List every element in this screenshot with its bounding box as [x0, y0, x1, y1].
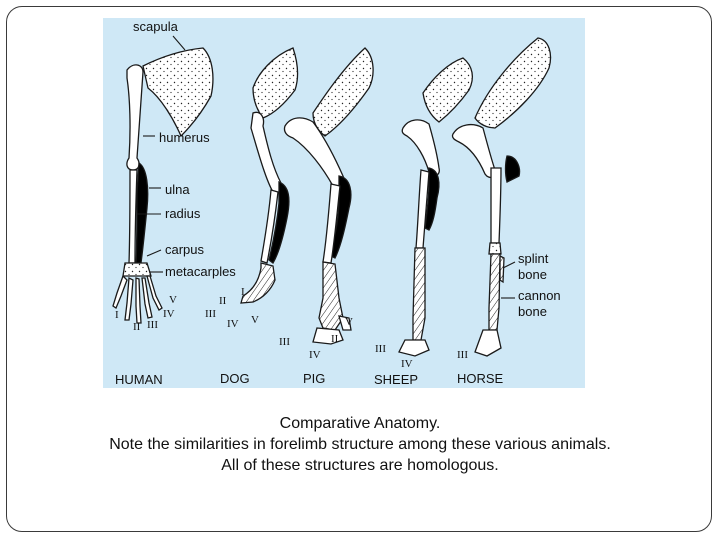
- human-digit-II: II: [133, 321, 141, 333]
- pig-digit-III: III: [279, 336, 290, 348]
- horse-digit-III: III: [457, 349, 468, 361]
- label-metacarples: metacarples: [165, 264, 236, 279]
- label-splint-line2: bone: [518, 267, 547, 282]
- sheep-digit-IV: IV: [401, 358, 413, 370]
- label-cannon-line2: bone: [518, 304, 547, 319]
- pig-digit-IV: IV: [309, 349, 321, 361]
- label-scapula: scapula: [133, 19, 179, 34]
- horse-radius: [491, 168, 501, 243]
- human-digit-III: III: [147, 319, 158, 331]
- horse-carpus: [489, 243, 501, 254]
- pig-hoof-main: [313, 328, 343, 344]
- label-splint-line1: splint: [518, 251, 549, 266]
- pig-digit-V: V: [345, 316, 353, 328]
- animal-label-sheep: SHEEP: [374, 372, 418, 387]
- label-ulna: ulna: [165, 182, 190, 197]
- dog-digit-V: V: [251, 314, 259, 326]
- animal-label-dog: DOG: [220, 371, 250, 386]
- human-digit-I: I: [115, 309, 119, 321]
- label-radius: radius: [165, 206, 201, 221]
- caption-line-homologous: All of these structures are homologous.: [20, 455, 700, 476]
- caption-line-similarities: Note the similarities in forelimb struct…: [20, 434, 700, 455]
- dog-digit-III: III: [205, 308, 216, 320]
- label-carpus: carpus: [165, 242, 205, 257]
- label-humerus: humerus: [159, 130, 210, 145]
- sheep-cannon: [413, 248, 425, 340]
- human-digit-V: V: [169, 294, 177, 306]
- forelimb-diagram: scapula humerus ulna radius carpus metac…: [103, 18, 585, 388]
- pig-digit-II: II: [331, 333, 339, 345]
- label-cannon-line1: cannon: [518, 288, 561, 303]
- forelimb-illustration: scapula humerus ulna radius carpus metac…: [103, 18, 585, 388]
- animal-label-human: HUMAN: [115, 372, 163, 387]
- dog-digit-II: II: [219, 295, 227, 307]
- animal-label-pig: PIG: [303, 371, 325, 386]
- dog-digit-I: I: [241, 286, 245, 298]
- horse-cannon-bone: [489, 254, 500, 330]
- dog-digit-IV: IV: [227, 318, 239, 330]
- human-digit-IV: IV: [163, 308, 175, 320]
- slide-caption: Comparative Anatomy. Note the similariti…: [20, 413, 700, 476]
- animal-label-horse: HORSE: [457, 371, 504, 386]
- caption-title: Comparative Anatomy.: [20, 413, 700, 434]
- horse-splint-bone: [500, 256, 504, 282]
- human-carpus: [123, 263, 151, 276]
- sheep-digit-III: III: [375, 343, 386, 355]
